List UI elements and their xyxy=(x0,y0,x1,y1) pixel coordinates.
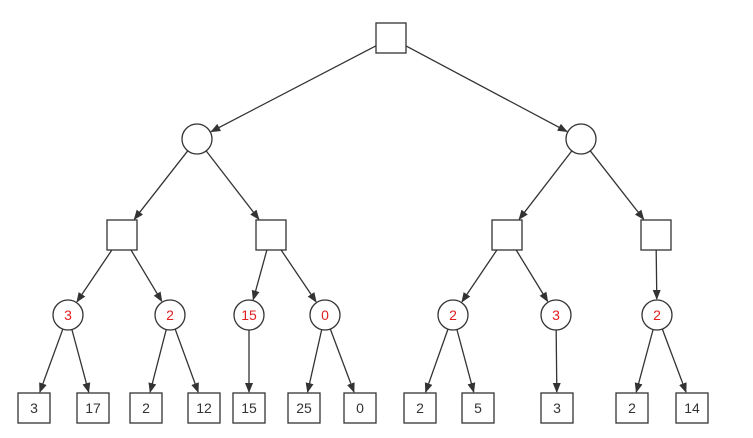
chance-node xyxy=(52,299,84,331)
chance-node-value: 2 xyxy=(166,307,174,323)
tree-edge-arrow xyxy=(39,328,64,393)
leaf-value: 15 xyxy=(241,400,257,416)
leaf-node-box xyxy=(403,392,437,424)
leaf-node-box xyxy=(615,392,649,424)
tree-edge-arrow xyxy=(652,249,661,301)
edges-layer xyxy=(39,45,687,394)
tree-edge-arrow xyxy=(329,328,355,394)
leaf-node-box xyxy=(187,392,221,424)
leaf-value: 25 xyxy=(296,400,312,416)
tree-edge-arrow xyxy=(305,329,323,394)
leaf-node-box xyxy=(232,392,266,424)
chance-node xyxy=(565,123,597,155)
leaf-value: 14 xyxy=(684,400,700,416)
decision-node xyxy=(375,22,407,54)
tree-edge-arrow xyxy=(133,150,189,220)
tree-edge-arrow xyxy=(456,329,476,393)
tree-edge-arrow xyxy=(210,45,377,133)
tree-edge-arrow xyxy=(76,249,113,303)
tree-edge-arrow xyxy=(174,328,199,393)
leaf-value: 5 xyxy=(474,400,482,416)
leaf-node-box xyxy=(17,392,51,424)
leaf-value: 12 xyxy=(196,400,212,416)
leaf-node-box xyxy=(287,392,321,424)
chance-node-value: 3 xyxy=(64,307,72,323)
leaf-value: 3 xyxy=(553,400,561,416)
chance-node-value: 15 xyxy=(241,307,257,323)
leaf-node-box xyxy=(343,392,377,424)
chance-node-value: 2 xyxy=(449,307,457,323)
tree-edge-arrow xyxy=(518,150,573,221)
decision-node xyxy=(640,219,672,251)
leaf-value: 2 xyxy=(628,400,636,416)
tree-edge-arrow xyxy=(461,249,498,303)
tree-edge-arrow xyxy=(515,249,549,303)
chance-node xyxy=(181,123,213,155)
tree-edge-arrow xyxy=(280,249,317,303)
tree-edge-arrow xyxy=(589,150,645,220)
tree-edge-arrow xyxy=(251,249,268,301)
tree-edge-arrow xyxy=(634,329,654,393)
leaf-node-box xyxy=(540,392,574,424)
tree-edge-arrow xyxy=(148,329,167,393)
tree-edge-arrow xyxy=(205,150,260,221)
leaf-value: 2 xyxy=(142,400,150,416)
chance-node xyxy=(309,299,341,331)
leaf-value: 0 xyxy=(356,400,364,416)
chance-node xyxy=(641,299,673,331)
chance-node xyxy=(233,299,265,331)
chance-node-value: 0 xyxy=(321,307,329,323)
tree-edge-arrow xyxy=(71,329,91,393)
tree-edge-arrow xyxy=(661,328,687,394)
leaf-value: 2 xyxy=(416,400,424,416)
chance-node xyxy=(154,299,186,331)
chance-node-value: 3 xyxy=(552,307,560,323)
leaf-node-box xyxy=(461,392,495,424)
tree-edge-arrow xyxy=(552,329,561,394)
tree-edge-arrow xyxy=(405,45,568,133)
leaf-node-box xyxy=(129,392,163,424)
leaf-value: 3 xyxy=(30,400,38,416)
chance-node xyxy=(540,299,572,331)
leaf-value: 17 xyxy=(85,400,101,416)
decision-node xyxy=(491,219,523,251)
chance-node-value: 2 xyxy=(653,307,661,323)
chance-node xyxy=(437,299,469,331)
tree-edge-arrow xyxy=(424,328,449,394)
decision-node xyxy=(106,219,138,251)
leaf-node-box xyxy=(76,392,110,424)
decision-node xyxy=(255,219,287,251)
leaf-node-box xyxy=(675,392,709,424)
tree-edge-arrow xyxy=(130,249,163,303)
